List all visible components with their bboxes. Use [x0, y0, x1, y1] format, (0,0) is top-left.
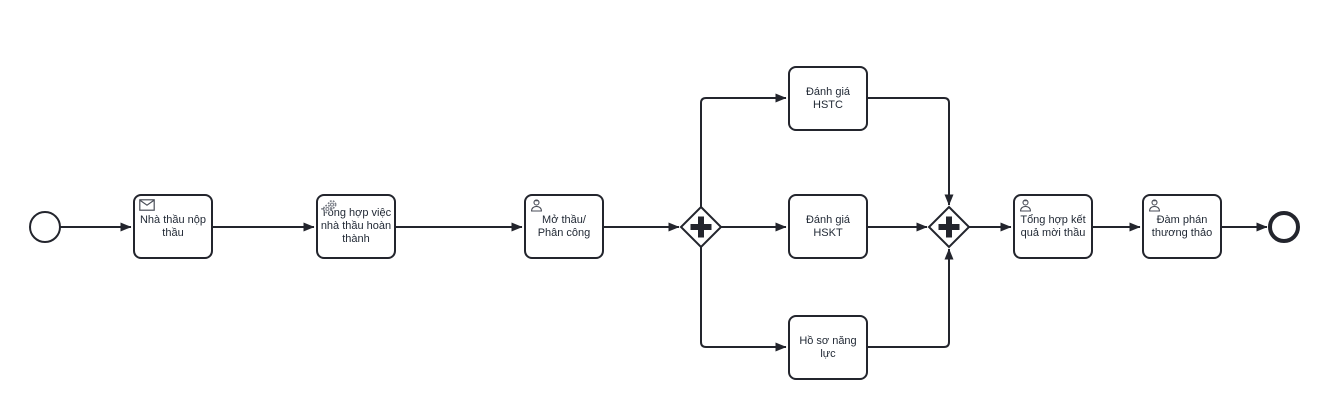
- task-label: Đàm phán thương thảo: [1151, 213, 1213, 239]
- task-label: Mở thầu/ Phân công: [537, 213, 591, 239]
- task-label: Đánh giá HSTC: [805, 85, 851, 111]
- task-danh-gia-hskt[interactable]: Đánh giá HSKT: [788, 194, 868, 259]
- task-ho-so-nang-luc[interactable]: Hồ sơ năng lực: [788, 315, 868, 380]
- task-tong-hop-ket-qua-moi-thau[interactable]: Tổng hợp kết quả mời thầu: [1013, 194, 1093, 259]
- service-gears-icon: [322, 199, 338, 215]
- flow-gateway-split-to-hsnl: [700, 247, 787, 352]
- task-danh-gia-hstc[interactable]: Đánh giá HSTC: [788, 66, 868, 131]
- flow-gateway-split-to-hstc: [700, 93, 787, 207]
- parallel-plus-icon: [938, 216, 960, 238]
- task-dam-phan-thuong-thao[interactable]: Đàm phán thương thảo: [1142, 194, 1222, 259]
- user-icon: [1019, 199, 1032, 212]
- end-event[interactable]: [1268, 211, 1300, 243]
- parallel-gateway-join[interactable]: [927, 205, 971, 249]
- task-mo-thau-phan-cong[interactable]: Mở thầu/ Phân công: [524, 194, 604, 259]
- task-label: Tổng hợp việc nhà thầu hoàn thành: [320, 207, 392, 245]
- task-label: Tổng hợp kết quả mời thầu: [1020, 213, 1086, 239]
- task-label: Hồ sơ năng lực: [799, 334, 857, 360]
- message-icon: [139, 199, 155, 211]
- user-icon: [1148, 199, 1161, 212]
- start-event[interactable]: [29, 211, 61, 243]
- task-label: Đánh giá HSKT: [805, 213, 851, 239]
- parallel-gateway-split[interactable]: [679, 205, 723, 249]
- user-icon: [530, 199, 543, 212]
- flow-hsnl-to-gateway-join: [868, 248, 954, 348]
- task-nha-thau-nop-thau[interactable]: Nhà thầu nộp thầu: [133, 194, 213, 259]
- task-label: Nhà thầu nộp thầu: [139, 213, 207, 239]
- flow-hstc-to-gateway-join: [868, 97, 954, 206]
- parallel-plus-icon: [690, 216, 712, 238]
- task-tong-hop-viec-nha-thau-hoan-thanh[interactable]: Tổng hợp việc nhà thầu hoàn thành: [316, 194, 396, 259]
